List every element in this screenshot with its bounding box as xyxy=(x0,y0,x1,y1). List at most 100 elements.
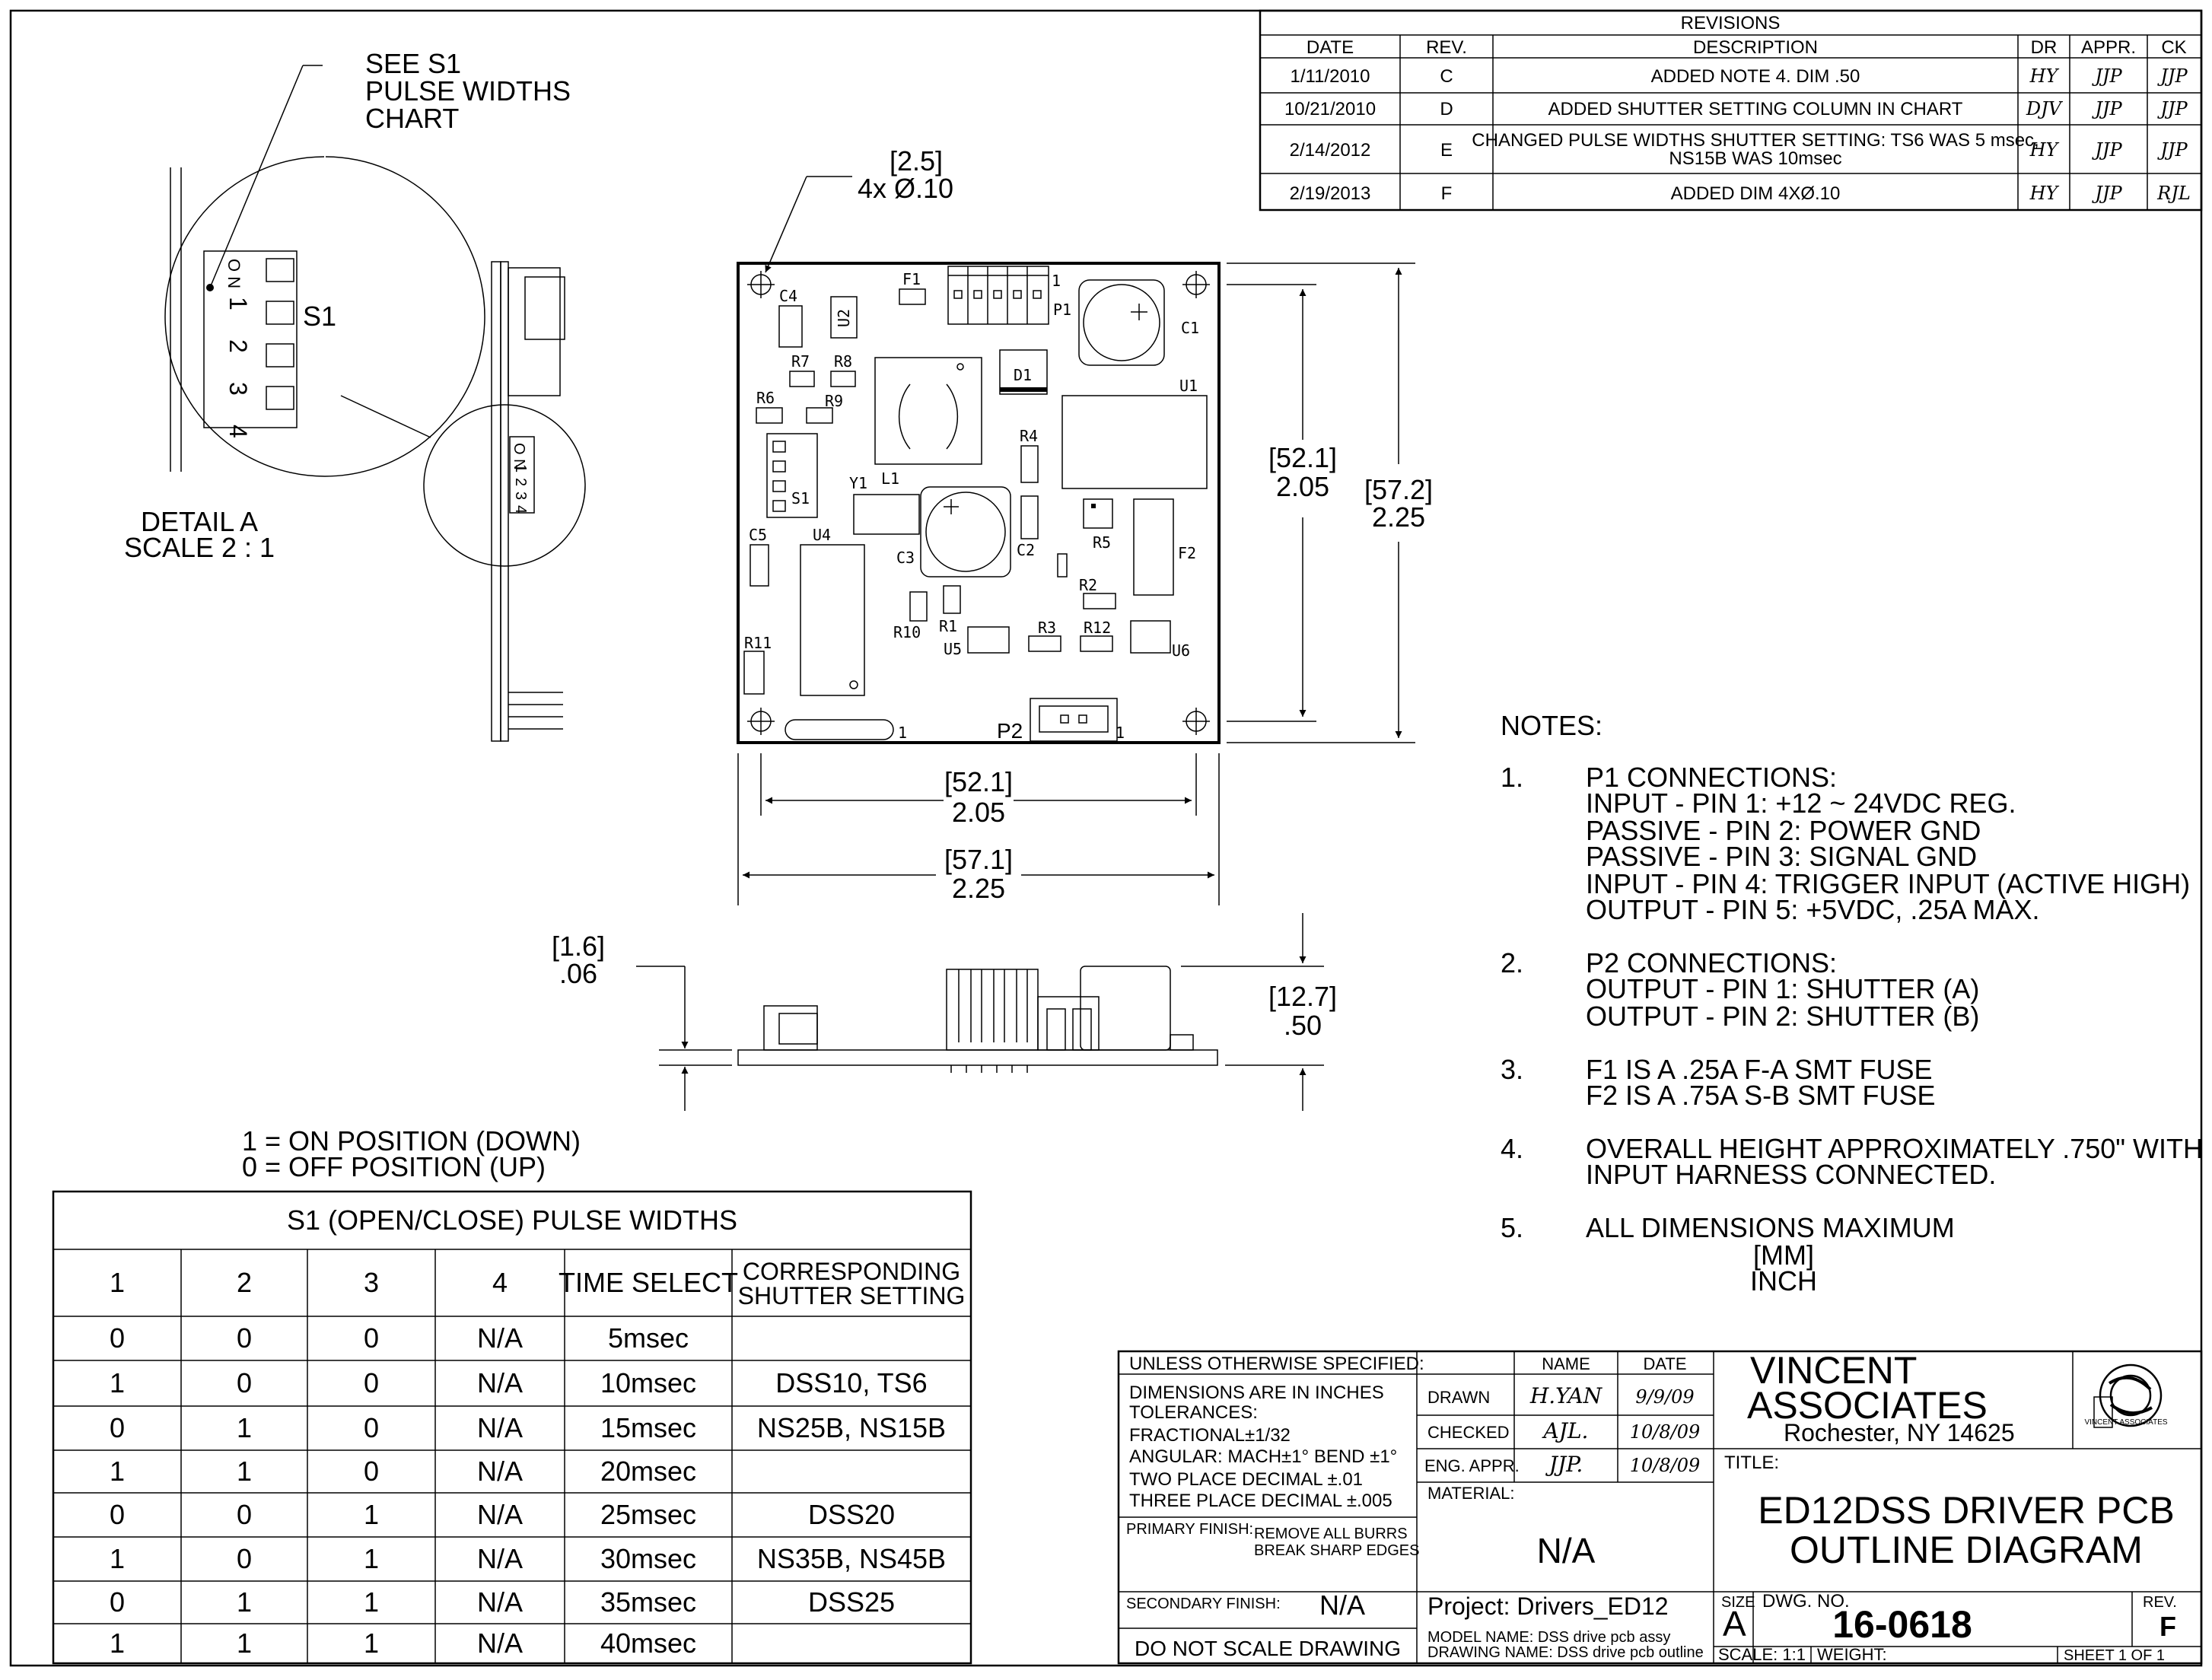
rev-row-dr: HY xyxy=(2029,139,2060,161)
rev-row-ck: JJP xyxy=(2156,139,2188,161)
pcb-outline xyxy=(737,262,1221,744)
note-2-line: OUTPUT - PIN 2: SHUTTER (B) xyxy=(1586,1001,1979,1032)
note-number: 3. xyxy=(1501,1054,1523,1085)
label-r11: R11 xyxy=(744,634,772,652)
label-u1: U1 xyxy=(1179,377,1198,395)
tb-title-line1: ED12DSS DRIVER PCB xyxy=(1758,1489,2174,1532)
logo-text: VINCENT ASSOCIATES xyxy=(2084,1418,2167,1427)
tb-tolerance-line: FRACTIONAL±1/32 xyxy=(1129,1425,1291,1446)
tb-material-label: MATERIAL: xyxy=(1427,1484,1515,1503)
dim-outer-width-mm: [57.1] xyxy=(944,844,1013,875)
note-1-line: INPUT - PIN 1: +12 ~ 24VDC REG. xyxy=(1586,788,2016,819)
pulse-table-title: S1 (OPEN/CLOSE) PULSE WIDTHS xyxy=(287,1204,737,1236)
pulse-cell: 15msec xyxy=(600,1412,696,1443)
revisions-table: REVISIONS DATE REV. DESCRIPTION DR APPR.… xyxy=(1259,9,2203,212)
tb-eng-date: 10/8/09 xyxy=(1630,1455,1701,1476)
pulse-cell: 25msec xyxy=(600,1499,696,1530)
rev-row-ck: JJP xyxy=(2156,65,2188,87)
dim-outer-height-in: 2.25 xyxy=(1372,501,1425,533)
detail-on-off-label: O N xyxy=(224,259,243,288)
rev-row-date: 1/11/2010 xyxy=(1291,66,1370,87)
dim-hole-in: 4x Ø.10 xyxy=(858,173,953,204)
label-l1: L1 xyxy=(881,469,899,488)
label-r3: R3 xyxy=(1038,619,1056,637)
tb-company-line2: ASSOCIATES xyxy=(1747,1384,1988,1427)
tb-rev-label: REV. xyxy=(2143,1594,2177,1611)
label-u6: U6 xyxy=(1172,641,1190,660)
tb-drawn-label: DRAWN xyxy=(1427,1388,1490,1407)
pulse-cell: 1 xyxy=(364,1586,379,1618)
label-p1-pin1: 1 xyxy=(1052,272,1061,290)
tb-checked-label: CHECKED xyxy=(1427,1423,1510,1442)
note-number: 2. xyxy=(1501,947,1523,978)
label-d1: D1 xyxy=(1014,366,1032,384)
pulse-cell: 0 xyxy=(364,1456,379,1487)
pulse-cell: 1 xyxy=(237,1628,252,1659)
pulse-cell: 1 xyxy=(237,1412,252,1443)
note-5-mm: [MM] xyxy=(1753,1239,1814,1271)
rev-row-desc: CHANGED PULSE WIDTHS SHUTTER SETTING: TS… xyxy=(1472,130,2039,151)
notes-heading: NOTES: xyxy=(1501,710,1603,741)
pulse-col-4: 4 xyxy=(492,1267,508,1298)
label-r6: R6 xyxy=(756,389,775,407)
note-2-line: OUTPUT - PIN 1: SHUTTER (A) xyxy=(1586,973,1979,1004)
rev-row-rev: E xyxy=(1440,140,1453,161)
label-f2: F2 xyxy=(1178,544,1196,562)
title-block: UNLESS OTHERWISE SPECIFIED: DIMENSIONS A… xyxy=(1117,1349,2203,1665)
tb-dwg-no: 16-0618 xyxy=(1832,1603,1972,1646)
tb-do-not-scale: DO NOT SCALE DRAWING xyxy=(1135,1637,1401,1660)
pulse-widths-table: S1 (OPEN/CLOSE) PULSE WIDTHS 1 2 3 4 TIM… xyxy=(52,1190,972,1665)
note-number: 1. xyxy=(1501,762,1523,793)
tb-address: Rochester, NY 14625 xyxy=(1784,1419,2015,1446)
pulse-cell: 0 xyxy=(237,1367,252,1398)
label-c5: C5 xyxy=(749,526,767,544)
rev-col-rev: REV. xyxy=(1426,37,1467,58)
detail-callout-line1: SEE S1 xyxy=(365,48,461,79)
pulse-cell: NS25B, NS15B xyxy=(757,1412,946,1443)
label-r1: R1 xyxy=(939,617,957,635)
tb-material: N/A xyxy=(1537,1531,1596,1570)
label-c4: C4 xyxy=(779,287,797,305)
rev-row-date: 2/14/2012 xyxy=(1290,140,1371,161)
pulse-cell: N/A xyxy=(477,1322,523,1354)
rev-row-dr: HY xyxy=(2029,65,2060,87)
pulse-cell: DSS25 xyxy=(808,1586,895,1618)
label-r12: R12 xyxy=(1084,619,1111,637)
tb-rev: F xyxy=(2159,1611,2176,1642)
label-r8: R8 xyxy=(834,352,852,371)
dim-hole-mm: [2.5] xyxy=(890,145,943,177)
tb-sheet: SHEET 1 OF 1 xyxy=(2064,1647,2165,1664)
label-p2: P2 xyxy=(997,719,1023,743)
label-s1: S1 xyxy=(791,489,810,508)
rev-row-dr: HY xyxy=(2029,183,2060,204)
tb-tolerance-line: DIMENSIONS ARE IN INCHES xyxy=(1129,1382,1384,1403)
note-number: 4. xyxy=(1501,1133,1523,1164)
label-r9: R9 xyxy=(825,392,843,410)
label-u2: U2 xyxy=(835,309,853,327)
pulse-cell: 0 xyxy=(110,1586,125,1618)
rev-row-ck: JJP xyxy=(2156,98,2188,119)
pulse-cell: 0 xyxy=(237,1543,252,1574)
note-5-line: ALL DIMENSIONS MAXIMUM xyxy=(1586,1212,1955,1243)
side-switch-label: O N xyxy=(511,443,527,470)
tb-primary-finish-value: REMOVE ALL BURRS xyxy=(1254,1526,1408,1542)
note-3-line: F1 IS A .25A F-A SMT FUSE xyxy=(1586,1054,1933,1085)
pulse-cell: 1 xyxy=(237,1586,252,1618)
sheet-border xyxy=(9,9,2203,1667)
label-c2: C2 xyxy=(1017,541,1035,559)
pulse-cell: NS35B, NS45B xyxy=(757,1543,946,1574)
rev-row-ck: RJL xyxy=(2156,183,2191,204)
position-legend: 1 = ON POSITION (DOWN) 0 = OFF POSITION … xyxy=(242,1125,581,1182)
pulse-cell: N/A xyxy=(477,1367,523,1398)
rev-row-rev: D xyxy=(1440,99,1453,119)
note-3-line: F2 IS A .75A S-B SMT FUSE xyxy=(1586,1080,1936,1111)
note-1-line: PASSIVE - PIN 3: SIGNAL GND xyxy=(1586,841,1977,872)
rev-row-rev: C xyxy=(1440,66,1453,87)
tb-eng-label: ENG. APPR. xyxy=(1424,1456,1520,1475)
dim-board-thick-mm: [1.6] xyxy=(552,931,605,962)
pulse-cell: 1 xyxy=(110,1628,125,1659)
detail-callout-line3: CHART xyxy=(365,103,459,134)
tb-checked-date: 10/8/09 xyxy=(1630,1421,1701,1443)
